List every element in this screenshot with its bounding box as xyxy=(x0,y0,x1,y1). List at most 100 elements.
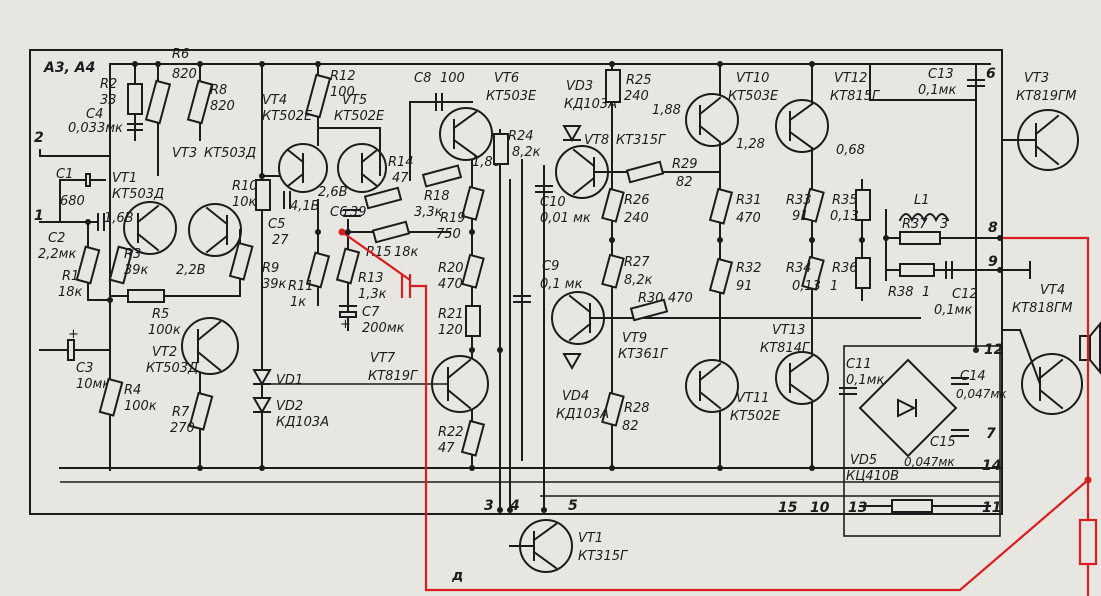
svg-text:+: + xyxy=(340,317,351,332)
terminal-14: 14 xyxy=(982,458,1001,474)
r7-resistor xyxy=(188,391,214,431)
c8-value: 100 xyxy=(440,71,465,86)
r17-ref: R18 xyxy=(424,189,450,204)
ext-vt4-ref: VT4 xyxy=(1040,283,1065,298)
r14-value: 47 xyxy=(392,171,409,186)
vt6-type: КТ503Е xyxy=(486,89,537,104)
junction-dots xyxy=(85,61,1003,513)
vt12-type: КТ815Г xyxy=(830,89,881,104)
ext-vt1-ref: VT1 xyxy=(578,531,603,546)
r7-value: 270 xyxy=(170,421,195,436)
r29-value: 470 xyxy=(668,291,693,306)
r21-value: 47 xyxy=(438,441,455,456)
vd3-type: КД103А xyxy=(564,97,617,112)
r14-resistor xyxy=(363,186,403,210)
r32-resistor xyxy=(801,187,825,223)
r20-value: 120 xyxy=(438,323,463,338)
r14-ref: R14 xyxy=(388,155,414,170)
c13-ref: C13 xyxy=(928,67,954,82)
r37-ref: R38 xyxy=(888,285,914,300)
vt7-type: КТ819Г xyxy=(368,369,419,384)
r33-ref: R34 xyxy=(786,261,812,276)
vt3-transistor xyxy=(188,203,242,257)
ext-vt1-type: КТ315Г xyxy=(578,549,629,564)
c10-value: 0,01 мк xyxy=(540,211,591,226)
r10-value: 10к xyxy=(232,195,257,210)
vt9-type: КТ361Г xyxy=(618,347,669,362)
r22-ref: R24 xyxy=(508,129,534,144)
r11-ref: R11 xyxy=(288,279,314,294)
vt2-transistor xyxy=(181,317,239,375)
r15-value: 18к xyxy=(394,245,419,260)
r2-ref: R2 xyxy=(100,77,117,92)
r8-resistor xyxy=(186,79,214,125)
r2-resistor xyxy=(127,83,143,115)
figure-letter: д xyxy=(451,568,463,584)
c6-value: 39 xyxy=(350,205,367,220)
terminal-2: 2 xyxy=(34,130,44,146)
r30-resistor xyxy=(708,187,734,225)
ext-vt4-transistor xyxy=(1021,353,1083,415)
r28-ref: R29 xyxy=(672,157,698,172)
c1-value: 680 xyxy=(60,194,85,209)
l1-ref: L1 xyxy=(914,193,930,208)
vt4-ref: VT4 xyxy=(262,93,287,108)
r6-ref: R6 xyxy=(172,47,189,62)
r31-ref: R32 xyxy=(736,261,762,276)
svg-text:+: + xyxy=(68,327,79,342)
r13-value: 1,3к xyxy=(358,287,387,302)
r36-value: 3 xyxy=(940,217,948,232)
c7-ref: C7 xyxy=(362,305,380,320)
r1-resistor xyxy=(75,245,101,285)
r8-value: 820 xyxy=(210,99,235,114)
vt11-ref: VT11 xyxy=(736,391,769,406)
r25-value: 240 xyxy=(624,211,649,226)
r34-value: 0,13 xyxy=(830,209,859,224)
c14-ref: C14 xyxy=(960,369,986,384)
r34-ref: R35 xyxy=(832,193,858,208)
vd1-diode xyxy=(252,369,272,387)
r12-ref: R12 xyxy=(330,69,356,84)
r6-value: 820 xyxy=(172,67,197,82)
r37-value: 1 xyxy=(922,285,930,300)
r8-ref: R8 xyxy=(210,83,227,98)
vt6-transistor xyxy=(439,107,493,161)
r29-ref: R30 xyxy=(638,291,664,306)
r32-ref: R33 xyxy=(786,193,812,208)
vd4-ref: VD4 xyxy=(562,389,589,404)
vt3-ref: VT3 xyxy=(172,146,197,161)
r35-value: 1 xyxy=(830,279,838,294)
c15-value: 0,047мк xyxy=(904,455,955,469)
r15-resistor xyxy=(371,220,411,244)
r9-value: 39к xyxy=(262,277,287,292)
c1-capacitor xyxy=(85,173,91,187)
c9-value: 0,1 мк xyxy=(540,277,583,292)
r28-value: 82 xyxy=(676,175,693,190)
vt13-ref: VT13 xyxy=(772,323,805,338)
c14-value: 0,047мк xyxy=(956,387,1007,401)
r20-ref: R21 xyxy=(438,307,464,322)
r27-ref: R28 xyxy=(624,401,650,416)
terminal-1: 1 xyxy=(34,208,44,224)
r18-resistor xyxy=(461,185,485,221)
vd3-diode xyxy=(562,125,582,143)
terminal-15: 15 xyxy=(778,500,798,516)
vt10-ref: VT10 xyxy=(736,71,769,86)
board-title: A3, A4 xyxy=(43,60,95,76)
r15-ref: R15 xyxy=(366,245,392,260)
vt8-ref: VT8 xyxy=(584,133,609,148)
c1-ref: C1 xyxy=(56,167,73,182)
r3-ref: R3 xyxy=(124,247,141,262)
vt11-type: КТ502Е xyxy=(730,409,781,424)
voltage-vt1: 1,6В xyxy=(104,211,134,226)
r35-ref: R36 xyxy=(832,261,858,276)
r10-resistor xyxy=(255,179,271,211)
terminal-9: 9 xyxy=(988,254,998,270)
r36-ref: R37 xyxy=(902,217,928,232)
c5-ref: C5 xyxy=(268,217,285,232)
r30-ref: R31 xyxy=(736,193,762,208)
c7-value: 200мк xyxy=(362,321,405,336)
r21-ref: R22 xyxy=(438,425,464,440)
r38-resistor xyxy=(891,499,933,513)
